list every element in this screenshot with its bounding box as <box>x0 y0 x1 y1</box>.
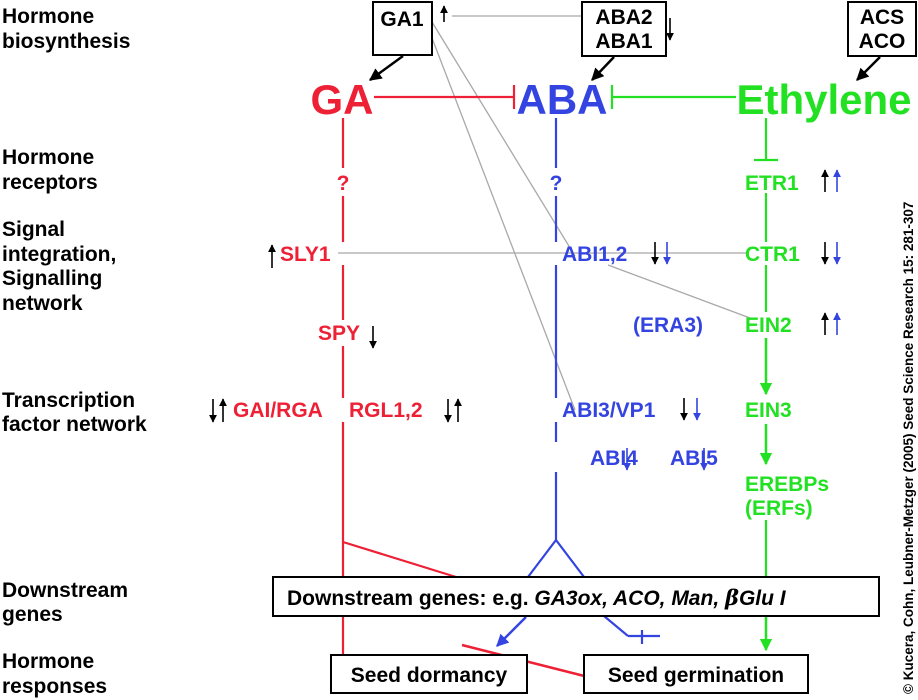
ein3-label: EIN3 <box>745 399 792 422</box>
ga-regulation-arrows <box>209 244 462 423</box>
ein2-label: EIN2 <box>745 314 792 337</box>
ctr1-label: CTR1 <box>745 243 800 266</box>
ga1-label: GA1 <box>380 8 424 31</box>
aba-receptor-unknown: ? <box>550 172 563 195</box>
aba-pathway-lines <box>527 118 660 638</box>
row-label-transcription-1: Transcription <box>2 389 135 412</box>
aba-to-dormancy-arrow-icon <box>496 616 527 647</box>
spy-label: SPY <box>318 322 360 345</box>
gai-rga-label: GAI/RGA <box>233 399 323 422</box>
ga1-box: GA1 <box>372 1 433 56</box>
ga-to-germination-arrow-icon <box>461 643 606 685</box>
ga-receptor-unknown: ? <box>337 172 350 195</box>
citation: © Kucera, Cohn, Leubner-Metzger (2005) S… <box>901 202 916 694</box>
biosynthesis-arrows <box>368 54 881 82</box>
ga-pathway-lines <box>331 118 457 677</box>
erfs-label: (ERFs) <box>745 497 813 520</box>
aco-label: ACO <box>859 30 906 53</box>
abi12-label: ABI1,2 <box>562 243 627 266</box>
abi5-label: ABI5 <box>670 447 718 470</box>
etr1-label: ETR1 <box>745 172 799 195</box>
era3-label: (ERA3) <box>633 314 703 337</box>
ethylene-regulation-arrows <box>821 169 841 335</box>
aba-biosynthesis-box: ABA2 ABA1 <box>581 1 667 57</box>
row-label-transcription-2: factor network <box>2 413 147 436</box>
ethylene-biosynthesis-box: ACS ACO <box>847 1 917 57</box>
downstream-genes-italic: GA3ox, ACO, Man, <box>534 587 725 610</box>
row-label-responses-1: Hormone <box>2 650 94 673</box>
erebps-label: EREBPs <box>745 473 829 496</box>
link-ga1-abi3 <box>431 37 576 411</box>
row-label-downstream-2: genes <box>2 603 63 626</box>
seed-germination-box: Seed germination <box>583 654 809 694</box>
eth-box-to-ethylene-arrow-icon <box>856 56 881 81</box>
row-label-biosynthesis-2: biosynthesis <box>2 30 130 53</box>
row-label-signal-4: network <box>2 292 83 315</box>
row-label-downstream-1: Downstream <box>2 579 128 602</box>
downstream-prefix: Downstream genes: e.g. <box>287 587 534 610</box>
row-label-biosynthesis-1: Hormone <box>2 5 94 28</box>
aba-box-to-aba-arrow-icon <box>591 56 615 81</box>
ethylene-inhibits-aba <box>610 85 736 109</box>
seed-germination-label: Seed germination <box>608 664 784 687</box>
row-label-signal-1: Signal <box>2 218 65 241</box>
link-abi12-ein2 <box>607 264 751 319</box>
row-label-responses-2: responses <box>2 675 107 698</box>
aba-regulation-arrows <box>623 242 708 471</box>
row-label-receptors-2: receptors <box>2 171 98 194</box>
biosynthesis-regulation-arrows <box>440 5 674 41</box>
seed-dormancy-label: Seed dormancy <box>351 664 508 687</box>
link-ga1-abi12 <box>431 21 576 257</box>
rgl12-label: RGL1,2 <box>349 399 423 422</box>
downstream-genes-label: Downstream genes: e.g. GA3ox, ACO, Man, … <box>287 585 787 610</box>
hormone-ga: GA <box>311 76 374 123</box>
downstream-glu: Glu I <box>739 587 787 610</box>
abi3-vp1-label: ABI3/VP1 <box>562 399 656 422</box>
row-label-receptors-1: Hormone <box>2 146 94 169</box>
seed-dormancy-box: Seed dormancy <box>330 654 528 694</box>
row-labels: Hormone biosynthesis Hormone receptors S… <box>2 5 147 698</box>
ga-inhibits-aba <box>374 85 516 109</box>
hormone-ethylene: Ethylene <box>736 76 911 123</box>
downstream-beta: β <box>724 585 739 610</box>
downstream-genes-box: Downstream genes: e.g. GA3ox, ACO, Man, … <box>272 576 880 617</box>
ga1-to-ga-arrow-icon <box>368 54 404 82</box>
interaction-links <box>338 15 751 411</box>
aba1-label: ABA1 <box>595 30 652 53</box>
ethylene-pathway-lines <box>754 118 778 312</box>
acs-label: ACS <box>860 6 904 29</box>
row-label-signal-2: integration, <box>2 243 116 266</box>
abi4-label: ABI4 <box>590 447 638 470</box>
row-label-signal-3: Signalling <box>2 267 102 290</box>
sly1-label: SLY1 <box>280 243 331 266</box>
aba2-label: ABA2 <box>595 6 652 29</box>
hormone-aba: ABA <box>517 76 608 123</box>
